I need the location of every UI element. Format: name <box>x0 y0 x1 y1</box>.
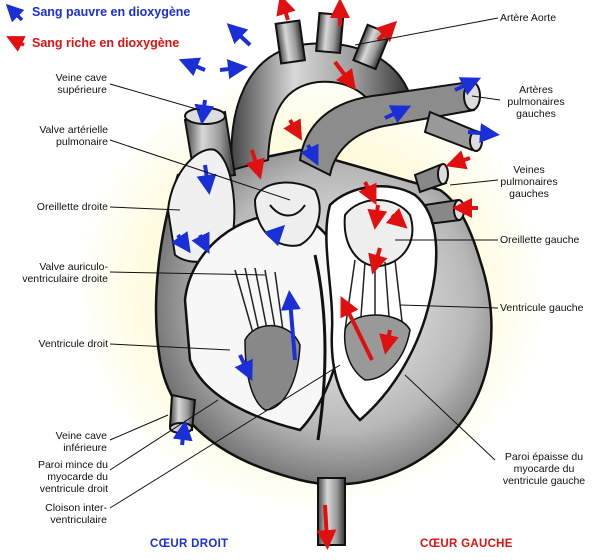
label-vena-cava-superior: Veine cave supérieure <box>55 72 107 96</box>
label-left-ventricle: Ventricule gauche <box>500 302 584 314</box>
label-septum: Cloison inter-ventriculaire <box>45 502 107 526</box>
label-pulmonary-veins: Veines pulmonaires gauches <box>500 164 558 200</box>
label-left-atrium: Oreillette gauche <box>500 234 580 246</box>
interventricular-septum <box>313 254 327 441</box>
descending-aorta <box>317 477 346 546</box>
title-left-heart: CŒUR GAUCHE <box>420 538 513 550</box>
leader-lines <box>109 17 501 509</box>
label-aorta: Artère Aorte <box>500 12 557 24</box>
red-arrows <box>245 0 478 550</box>
label-right-ventricle: Ventricule droit <box>38 338 108 350</box>
blue-arrows <box>171 23 500 446</box>
aorta-arch <box>230 42 412 172</box>
label-av-valve-right: Valve auriculo-ventriculaire droite <box>22 261 108 285</box>
legend-blue-arrow <box>5 3 25 23</box>
label-pulmonary-valve: Valve artérielle pulmonaire <box>39 124 108 148</box>
aorta-branch-1 <box>274 19 307 65</box>
legend-blue-label: Sang pauvre en dioxygène <box>32 5 191 19</box>
label-right-atrium: Oreillette droite <box>36 201 108 213</box>
label-pulmonary-arteries: Artères pulmonaires gauches <box>507 84 565 120</box>
legend-red-label: Sang riche en dioxygène <box>32 36 180 50</box>
legend-red-arrow <box>6 36 26 52</box>
label-thick-myocardium: Paroi épaisse du myocarde du ventricule … <box>502 451 586 487</box>
label-thin-myocardium: Paroi mince du myocarde du ventricule dr… <box>37 459 108 495</box>
label-vena-cava-inferior: Veine cave inférieure <box>55 430 107 454</box>
title-right-heart: CŒUR DROIT <box>150 538 229 550</box>
